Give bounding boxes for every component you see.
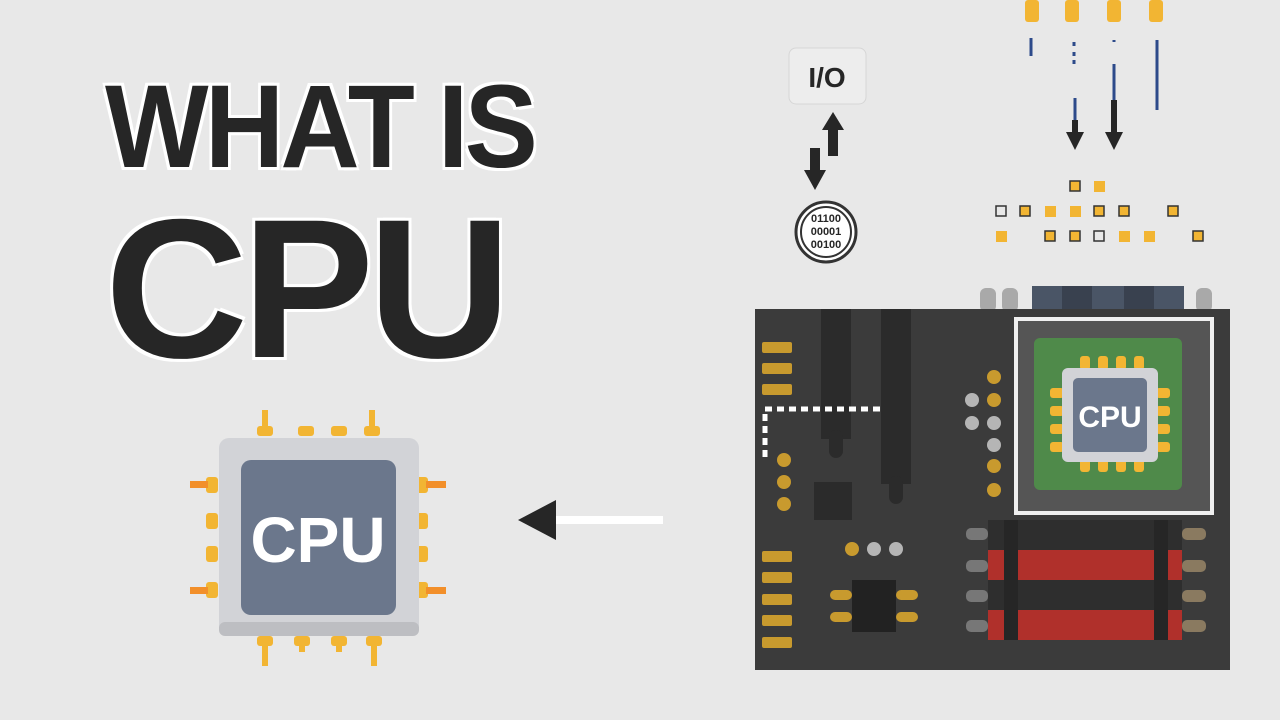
io-down-arrow-icon (804, 148, 826, 190)
top-connectors (1025, 0, 1163, 22)
signal-lines (1029, 38, 1159, 122)
io-label: I/O (808, 62, 845, 93)
title-cpu: CPU (105, 178, 511, 399)
data-bits (995, 180, 1204, 242)
binary-line-1: 01100 (811, 213, 841, 225)
io-up-arrow-icon (822, 112, 844, 156)
binary-disc-icon: 01100 00001 00100 (794, 200, 858, 264)
binary-line-3: 00100 (811, 239, 842, 251)
io-box: I/O (788, 47, 867, 105)
chip-label: CPU (250, 504, 385, 576)
motherboard-icon: CPU (755, 286, 1230, 670)
down-arrows (1066, 100, 1123, 150)
arrow-left-icon (518, 500, 663, 540)
binary-line-2: 00001 (811, 226, 842, 238)
title-what-is: WHAT IS (105, 61, 538, 193)
board-cpu-label: CPU (1078, 401, 1141, 434)
cpu-chip-icon: CPU (190, 410, 446, 666)
